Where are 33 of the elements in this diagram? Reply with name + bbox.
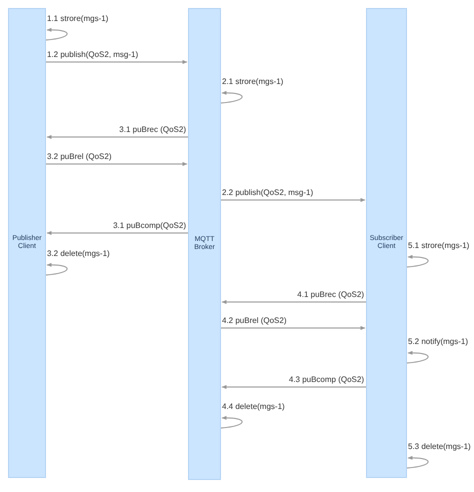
- lifeline-bar: [8, 8, 46, 478]
- message-label: 4.4 delete(mgs-1): [222, 402, 285, 412]
- message-label: 3.2 puBrel (QoS2): [47, 152, 112, 162]
- message-label: 2.1 strore(mgs-1): [222, 77, 284, 87]
- message-arrow: [46, 162, 188, 166]
- lifeline-bar: [366, 8, 407, 478]
- message-label: 3.2 delete(mgs-1): [47, 249, 110, 259]
- lifeline-bar: [188, 8, 221, 480]
- message-arrow: [220, 326, 366, 330]
- self-message-arrow: [220, 416, 243, 428]
- message-arrow: [46, 231, 188, 235]
- self-message-arrow: [46, 262, 68, 276]
- message-label: 4.2 puBrel (QoS2): [222, 316, 286, 326]
- message-arrow: [46, 135, 188, 139]
- self-message-arrow: [406, 456, 429, 468]
- message-arrow: [220, 198, 366, 202]
- self-message-arrow: [406, 254, 429, 268]
- message-label: 3.1 puBrec (QoS2): [119, 125, 186, 135]
- message-label: 1.1 strore(mgs-1): [47, 14, 108, 24]
- message-label: 5.1 strore(mgs-1): [408, 241, 470, 251]
- message-label: 3.1 puBcomp(QoS2): [113, 221, 186, 231]
- message-label: 4.3 puBcomp (QoS2): [288, 375, 364, 385]
- self-message-arrow: [46, 28, 68, 40]
- message-label: 4.1 puBrec (QoS2): [297, 290, 364, 300]
- self-message-arrow: [406, 350, 429, 364]
- message-label: 1.2 publish(QoS2, msg-1): [47, 50, 138, 60]
- message-arrow: [222, 300, 366, 304]
- message-label: 2.2 publish(QoS2, msg-1): [222, 188, 314, 198]
- self-message-arrow: [220, 90, 243, 104]
- message-arrow: [46, 60, 188, 64]
- message-arrow: [222, 385, 366, 389]
- message-label: 5.2 notify(mgs-1): [408, 337, 468, 347]
- message-label: 5.3 delete(mgs-1): [408, 442, 471, 452]
